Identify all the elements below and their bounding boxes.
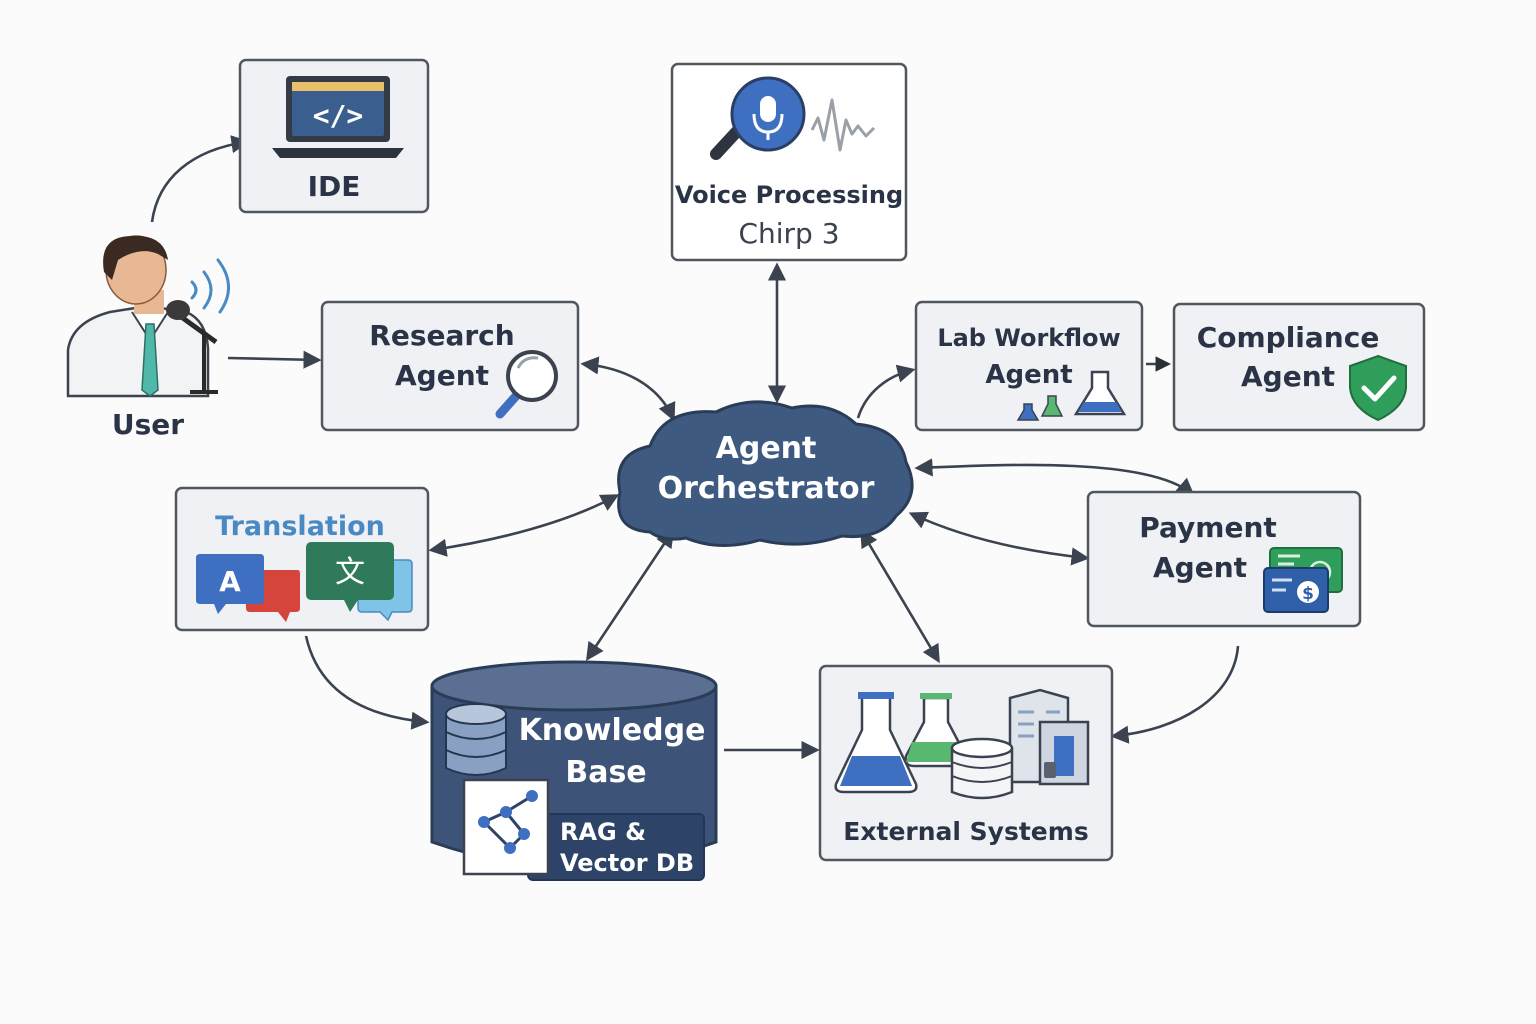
microphone-icon xyxy=(710,76,806,160)
knowledge-base-node[interactable]: Knowledge Base RAG & Vector DB xyxy=(430,660,718,881)
voice-processing-node[interactable]: Voice Processing Chirp 3 xyxy=(670,62,908,262)
edge-research-orchestrator xyxy=(580,356,676,422)
shield-check-icon xyxy=(1349,354,1407,422)
database-icon xyxy=(950,737,1014,800)
lab-line1: Lab Workflow xyxy=(937,324,1120,352)
currency-symbol: $ xyxy=(1302,584,1314,604)
compliance-line1: Compliance xyxy=(1197,321,1380,354)
edge-orchestrator-lab xyxy=(856,364,916,419)
knowledge-line2: Base xyxy=(565,755,646,790)
sound-wave-icon xyxy=(190,258,230,314)
rag-line1: RAG & xyxy=(560,818,646,846)
microphone-icon xyxy=(166,300,218,394)
payment-line2: Agent xyxy=(1153,551,1247,584)
edge-payment-external xyxy=(1110,645,1240,744)
research-agent-node[interactable]: Research Agent xyxy=(320,300,580,432)
compliance-agent-node[interactable]: Compliance Agent xyxy=(1172,302,1426,432)
magnifier-icon xyxy=(495,350,558,419)
banknote-icon: $ xyxy=(1263,547,1343,613)
edge-orchestrator-payment xyxy=(908,511,1090,566)
user-label: User xyxy=(112,408,184,441)
compliance-line2: Agent xyxy=(1241,360,1335,393)
orchestrator-cloud xyxy=(617,400,914,548)
orchestrator-line2: Orchestrator xyxy=(658,471,875,506)
lab-line2: Agent xyxy=(985,360,1072,390)
translation-node[interactable]: Translation A 文 xyxy=(174,486,430,632)
research-line2: Agent xyxy=(395,359,489,392)
database-icon xyxy=(445,703,507,776)
server-building-icon xyxy=(1008,688,1090,786)
edge-knowledge-orchestrator xyxy=(585,528,675,662)
agent-orchestrator-node[interactable]: Agent Orchestrator xyxy=(617,400,914,548)
user-avatar-icon xyxy=(66,235,210,398)
speech-bubbles-icon: A 文 xyxy=(196,542,413,622)
payment-agent-node[interactable]: Payment Agent $ xyxy=(1086,490,1362,628)
waveform-icon xyxy=(810,98,876,152)
flask-icon xyxy=(834,692,918,794)
edge-external-orchestrator xyxy=(860,528,940,664)
external-label: External Systems xyxy=(843,817,1088,846)
user-node[interactable]: User xyxy=(66,235,230,441)
graph-document-icon xyxy=(462,778,550,876)
external-systems-node[interactable]: External Systems xyxy=(818,664,1114,862)
orchestrator-line1: Agent xyxy=(716,431,817,466)
edge-translation-knowledge xyxy=(304,635,430,730)
glyph-b: 文 xyxy=(335,555,365,590)
code-laptop-icon: </> xyxy=(272,76,404,158)
edge-user-ide xyxy=(150,135,250,223)
knowledge-line1: Knowledge xyxy=(519,713,706,748)
edges xyxy=(150,135,1240,760)
rag-line2: Vector DB xyxy=(560,849,694,877)
flask-icon xyxy=(1016,370,1127,421)
payment-line1: Payment xyxy=(1139,511,1277,544)
research-line1: Research xyxy=(369,319,514,352)
lab-workflow-agent-node[interactable]: Lab Workflow Agent xyxy=(914,300,1144,432)
ide-node[interactable]: </> IDE xyxy=(238,58,430,214)
glyph-a: A xyxy=(219,565,241,598)
voice-title: Voice Processing xyxy=(675,181,903,209)
ide-label: IDE xyxy=(308,170,361,203)
voice-subtitle: Chirp 3 xyxy=(738,217,839,250)
svg-text:</>: </> xyxy=(313,99,364,132)
edge-translation-orchestrator xyxy=(428,494,620,557)
translation-label: Translation xyxy=(215,511,385,542)
edge-orchestrator-payment-top xyxy=(914,458,1195,497)
edge-user-research xyxy=(227,350,322,369)
